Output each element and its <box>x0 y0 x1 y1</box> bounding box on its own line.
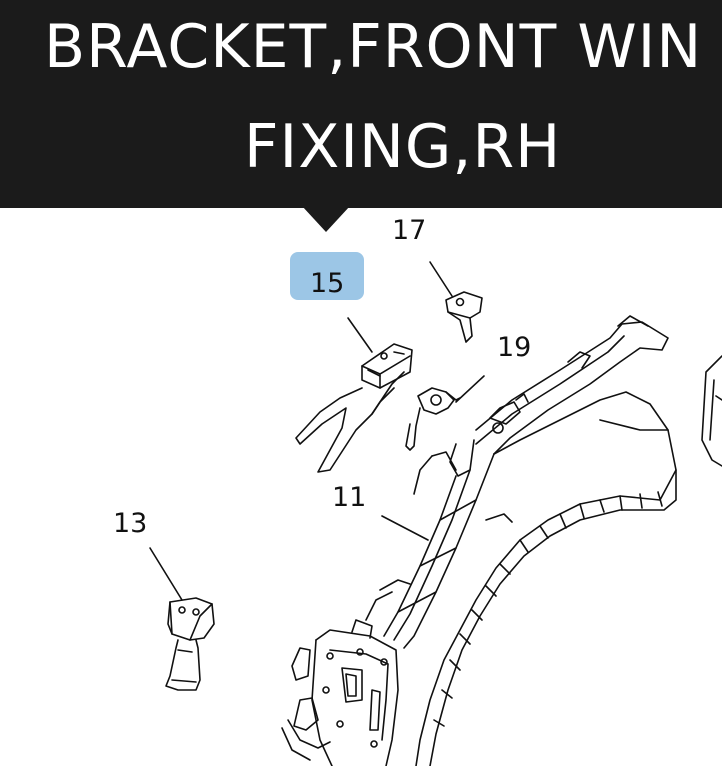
leader-line-17 <box>429 261 453 297</box>
callout-15-highlight <box>290 252 364 300</box>
part-13-lower-bracket <box>165 597 215 691</box>
leader-line-11 <box>381 515 429 541</box>
leader-line-13 <box>149 547 183 601</box>
part-11-side-member <box>281 315 722 766</box>
callout-11[interactable]: 11 <box>332 482 367 513</box>
callout-17[interactable]: 17 <box>392 215 427 246</box>
callout-15[interactable]: 15 <box>310 268 345 299</box>
title-banner: BRACKET,FRONT WIN FIXING,RH <box>0 0 722 208</box>
banner-pointer-arrow <box>302 206 350 232</box>
callout-13[interactable]: 13 <box>113 508 148 539</box>
part-19-hook <box>405 387 461 451</box>
part-15-bracket <box>295 343 413 473</box>
title-line-2: FIXING,RH <box>244 112 562 182</box>
leader-line-15 <box>347 317 373 353</box>
part-17-clip <box>445 291 483 343</box>
title-line-1: BRACKET,FRONT WIN <box>44 12 703 82</box>
callout-19[interactable]: 19 <box>497 332 532 363</box>
